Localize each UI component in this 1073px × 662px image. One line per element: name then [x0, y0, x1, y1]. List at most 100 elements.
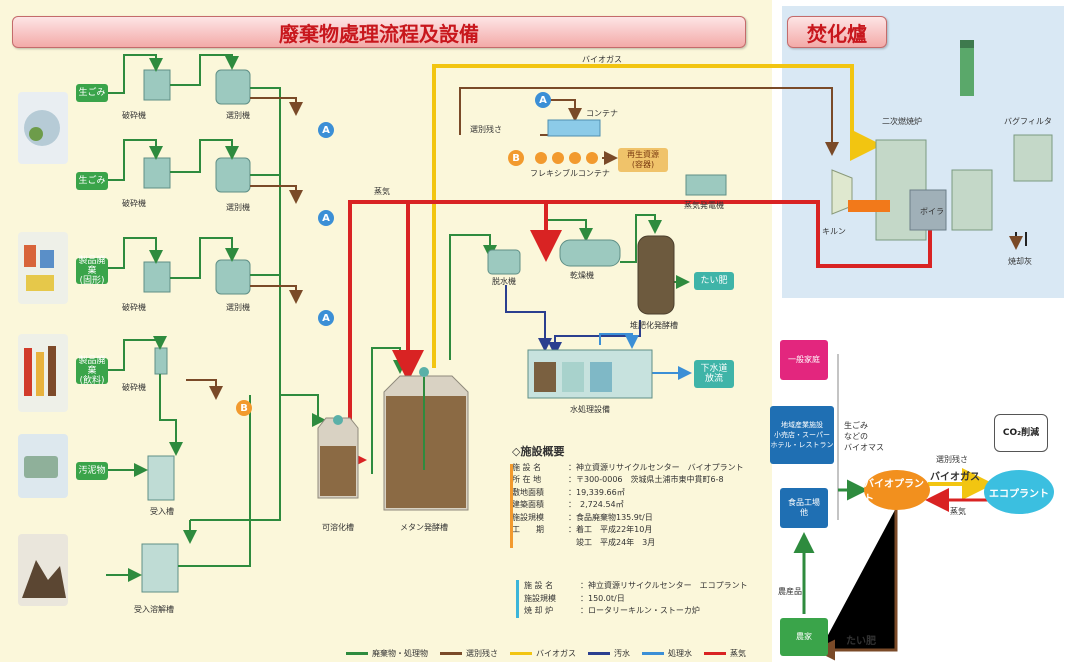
- badge-a-1: A: [318, 122, 334, 138]
- label-crusher-1: 破砕機: [122, 111, 146, 120]
- label-crusher-2: 破砕機: [122, 199, 146, 208]
- cooling-unit: [951, 169, 993, 231]
- legend-item: 蒸気: [704, 648, 746, 659]
- recycled-resource-box: 再生資源 (容器): [618, 148, 668, 172]
- label-separator-2: 選別機: [226, 203, 250, 212]
- water-treatment-cell1: [534, 362, 556, 392]
- receiving-dissolving-tank: [141, 543, 179, 593]
- cycle-co2-bubble: CO₂削減: [994, 414, 1048, 452]
- photo-drinks-bottle2: [36, 352, 44, 396]
- separator-1: [215, 69, 251, 105]
- crusher-4: [154, 347, 168, 375]
- label-container: コンテナ: [586, 109, 618, 118]
- label-crusher-4: 破砕機: [122, 383, 146, 392]
- cycle-residue-label: 選別残さ: [936, 455, 968, 464]
- flexible-container-4: [586, 152, 598, 164]
- legend-item: 処理水: [642, 648, 692, 659]
- info-row: 施 設 名：神立資源リサイクルセンター バイオプラント: [512, 462, 744, 472]
- label-separator-3: 選別機: [226, 303, 250, 312]
- incinerator-equipment: [831, 40, 1053, 250]
- residue-flow-lines: [186, 87, 839, 400]
- flexible-container-3: [569, 152, 581, 164]
- label-boiler: ボイラ: [920, 207, 944, 216]
- photo-drinks-bottle3: [48, 346, 56, 396]
- badge-a-2: A: [318, 210, 334, 226]
- label-water-treatment: 水処理設備: [570, 405, 610, 414]
- label-receiving-tank: 受入槽: [150, 507, 174, 516]
- badge-b-1: B: [236, 400, 252, 416]
- label-kiln: キルン: [822, 227, 846, 236]
- water-treatment-cell2: [562, 362, 584, 392]
- label-dehydrator: 脱水機: [492, 277, 516, 286]
- cycle-compost-label: たい肥: [846, 636, 876, 647]
- photo-truck-body: [24, 456, 58, 478]
- boiler: [909, 189, 947, 231]
- cycle-shops: 地域産業施設 小売店・スーパー ホテル・レストラン: [770, 406, 834, 464]
- label-separator-1: 選別機: [226, 111, 250, 120]
- compost-box: たい肥: [694, 272, 734, 290]
- photo-drinks-bottle1: [24, 348, 32, 396]
- steam-generator: [685, 174, 727, 196]
- badge-a-container: A: [535, 92, 551, 108]
- legend: 廃棄物・処理物 選別残さ バイオガス 汚水 処理水 蒸気: [346, 648, 746, 659]
- legend-item: バイオガス: [510, 648, 576, 659]
- crusher-2: [143, 157, 171, 189]
- biogas-flow-line: [432, 64, 882, 368]
- label-dryer: 乾燥機: [570, 271, 594, 280]
- treated-water-lines: [599, 333, 692, 380]
- label-crusher-3: 破砕機: [122, 303, 146, 312]
- legend-item: 廃棄物・処理物: [346, 648, 428, 659]
- info-row: 竣工 平成24年 3月: [568, 537, 656, 547]
- cycle-ecoplant: エコプラント: [984, 470, 1054, 514]
- label-flexible-container: フレキシブルコンテナ: [530, 169, 610, 178]
- solubilization-tank-stirrer: [333, 415, 343, 425]
- chimney: [960, 40, 974, 96]
- compost-tank: [637, 235, 675, 315]
- input-garbage1: 生ごみ: [76, 84, 108, 102]
- separator-3: [215, 259, 251, 295]
- cycle-bioplant: バイオプラント: [864, 470, 930, 510]
- info-row: 施 設 名：神立資源リサイクルセンター エコプラント: [524, 581, 748, 590]
- cycle-biomass-note: 生ごみ などの バイオマス: [844, 421, 884, 452]
- label-methane-tank: メタン発酵槽: [400, 523, 448, 532]
- bag-filter: [1013, 134, 1053, 182]
- cycle-biogas-label: バイオガス: [930, 472, 980, 483]
- flexible-container-2: [552, 152, 564, 164]
- info-row: 敷地面積：19,339.66㎡: [512, 487, 625, 497]
- info-row: 建築面積： 2,724.54㎡: [512, 500, 624, 509]
- methane-tank-stirrer: [419, 367, 429, 377]
- kiln-fire: [848, 200, 890, 212]
- photo-residue-pile: [22, 560, 66, 598]
- info-row: 所 在 地：〒300-0006 茨城県土浦市東中貫町6-8: [512, 475, 724, 484]
- input-garbage2: 生ごみ: [76, 172, 108, 190]
- main-title-banner: 廢棄物處理流程及設備: [12, 16, 746, 48]
- input-photos: [18, 92, 68, 606]
- input-drink-waste: 製品廃棄 (飲料): [76, 356, 108, 386]
- dehydrator: [487, 249, 521, 275]
- incinerator-title-banner: 焚化爐: [787, 16, 887, 48]
- photo-garbage1-bag: [24, 110, 60, 146]
- info-row: 施設規模：食品廃棄物135.9t/日: [512, 512, 653, 522]
- cycle-farm: 農家: [780, 618, 828, 656]
- label-compost-tank: 堆肥化発酵槽: [630, 321, 678, 330]
- label-solubilization-tank: 可溶化槽: [322, 523, 354, 532]
- badge-a-3: A: [318, 310, 334, 326]
- photo-packaged-box2: [40, 250, 54, 268]
- crusher-3: [143, 261, 171, 293]
- info-bar-orange: [510, 464, 513, 548]
- dryer: [559, 239, 621, 267]
- water-treatment-cell3: [590, 362, 612, 392]
- info-bar-blue: [516, 580, 519, 618]
- label-steam-generator: 蒸気発電機: [684, 201, 724, 210]
- input-packaged-waste: 製品廃棄 (固形): [76, 256, 108, 286]
- label-secondary-combustion: 二次燃焼炉: [882, 117, 922, 126]
- label-steam: 蒸気: [374, 187, 390, 196]
- info-row: 焼 却 炉：ロータリーキルン・ストーカ炉: [524, 606, 700, 615]
- sewer-box: 下水道 放流: [694, 360, 734, 388]
- photo-garbage1-veg: [29, 127, 43, 141]
- info-row: 施設規模：150.0t/日: [524, 593, 625, 603]
- receiving-tank: [147, 455, 175, 501]
- photo-packaged-box3: [26, 275, 54, 291]
- label-biogas: バイオガス: [582, 55, 622, 64]
